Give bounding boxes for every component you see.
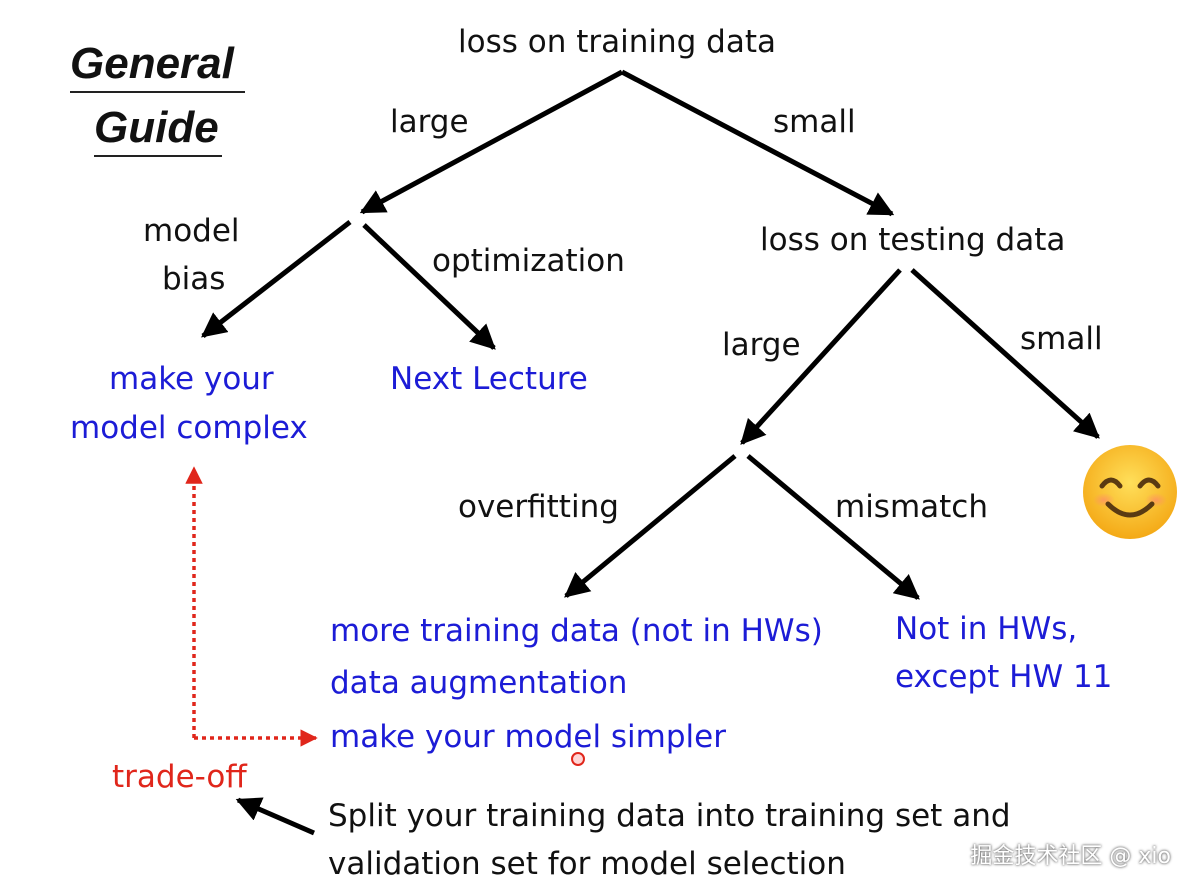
next-lecture: Next Lecture	[390, 361, 588, 397]
edge-test-large	[740, 268, 902, 445]
fix-more-data: more training data (not in HWs)	[330, 613, 823, 649]
make-complex-line1: make your	[109, 361, 274, 397]
label-testing-large: large	[722, 327, 801, 363]
edge-mismatch	[746, 454, 920, 600]
make-complex-line2: model complex	[70, 410, 308, 446]
fix-augmentation: data augmentation	[330, 665, 628, 701]
title-line2: Guide	[94, 103, 219, 152]
split-note-line2: validation set for model selection	[328, 846, 846, 882]
edge-split-to-tradeoff	[235, 797, 315, 836]
edge-root-small	[620, 69, 895, 217]
fix-simpler-model: make your model simpler	[330, 719, 726, 755]
label-mismatch: mismatch	[835, 489, 989, 525]
title-line1: General	[70, 39, 234, 88]
pointer-cursor-icon	[571, 752, 585, 766]
label-bias: bias	[162, 261, 226, 297]
edge-modelbias	[201, 220, 352, 338]
testing-loss-node: loss on testing data	[760, 222, 1066, 258]
label-overfitting: overfitting	[458, 489, 619, 525]
root-node: loss on training data	[458, 24, 776, 60]
title-underline-1	[70, 91, 245, 93]
tradeoff-label: trade-off	[112, 759, 247, 795]
smiling-face-icon	[1083, 445, 1177, 539]
label-model: model	[143, 213, 240, 249]
edge-root-large	[359, 69, 624, 215]
label-testing-small: small	[1020, 321, 1103, 357]
label-small: small	[773, 104, 856, 140]
edge-optimization	[362, 223, 496, 350]
edge-test-small	[910, 268, 1100, 439]
mismatch-note-line2: except HW 11	[895, 659, 1113, 695]
split-note-line1: Split your training data into training s…	[328, 798, 1011, 834]
watermark: 掘金技术社区 @ xio	[970, 844, 1171, 869]
mismatch-note-line1: Not in HWs,	[895, 611, 1078, 647]
label-large: large	[390, 104, 469, 140]
label-optimization: optimization	[432, 243, 625, 279]
edge-overfitting	[564, 454, 737, 598]
title-underline-2	[94, 155, 222, 157]
